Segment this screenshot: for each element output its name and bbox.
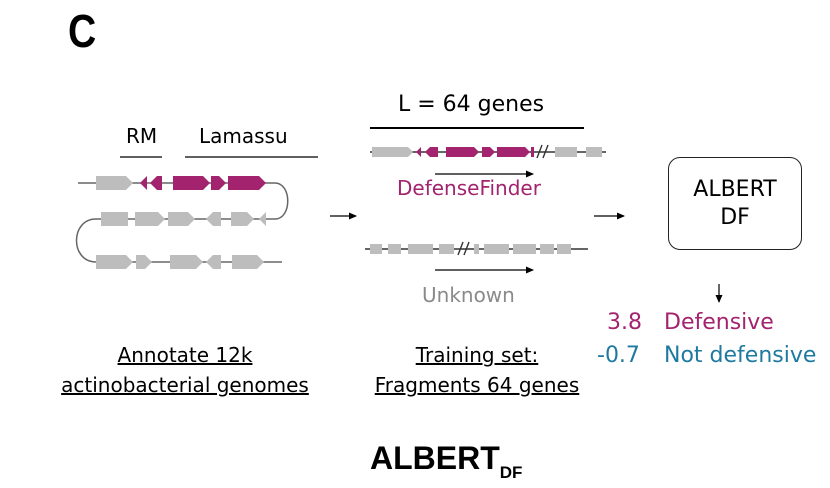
figure-title-main: ALBERT [370, 440, 500, 476]
annotate-caption: Annotate 12k actinobacterial genomes [40, 340, 330, 400]
defensefinder-label: DefenseFinder [397, 176, 541, 200]
annotate-caption-line2: actinobacterial genomes [61, 373, 309, 397]
rm-label: RM [126, 124, 158, 148]
annotate-caption-line1: Annotate 12k [117, 343, 253, 367]
rm-gene [140, 176, 147, 190]
gene-arrow [96, 255, 133, 269]
gene-arrow [136, 255, 152, 269]
defensive-label: Defensive [664, 310, 774, 335]
gene-arrow [232, 255, 264, 269]
gene-arrow [231, 212, 254, 226]
fragments [365, 127, 606, 274]
defensive-score: 3.8 [607, 310, 642, 335]
albert-df-model-box: ALBERT DF [668, 157, 802, 250]
gene-arrow [170, 255, 203, 269]
unknown-label: Unknown [422, 283, 515, 307]
gene-arrow [96, 176, 133, 190]
model-suffix: DF [720, 204, 750, 230]
model-name: ALBERT [693, 176, 777, 202]
genome-contig [75, 156, 318, 269]
length-label: L = 64 genes [398, 92, 545, 117]
training-caption-line1: Training set: [415, 343, 539, 367]
lamassu-label: Lamassu [199, 124, 288, 148]
lamassu-gene [211, 176, 226, 190]
figure-title: ALBERTDF [370, 440, 522, 483]
gene-arrow [259, 212, 266, 226]
gene-arrow [101, 212, 128, 226]
gene-arrow [168, 212, 195, 226]
lamassu-gene [228, 176, 266, 190]
training-caption-line2: Fragments 64 genes [374, 373, 580, 397]
gene-arrow [135, 212, 165, 226]
gene-arrow [206, 212, 221, 226]
training-caption: Training set: Fragments 64 genes [355, 340, 599, 400]
not-defensive-score: -0.7 [597, 343, 640, 368]
figure-title-sub: DF [499, 463, 523, 482]
gene-arrow [206, 255, 221, 269]
lamassu-gene [173, 176, 210, 190]
rm-gene [150, 176, 162, 190]
not-defensive-label: Not defensive [664, 343, 817, 368]
panel-letter: C [68, 5, 97, 57]
